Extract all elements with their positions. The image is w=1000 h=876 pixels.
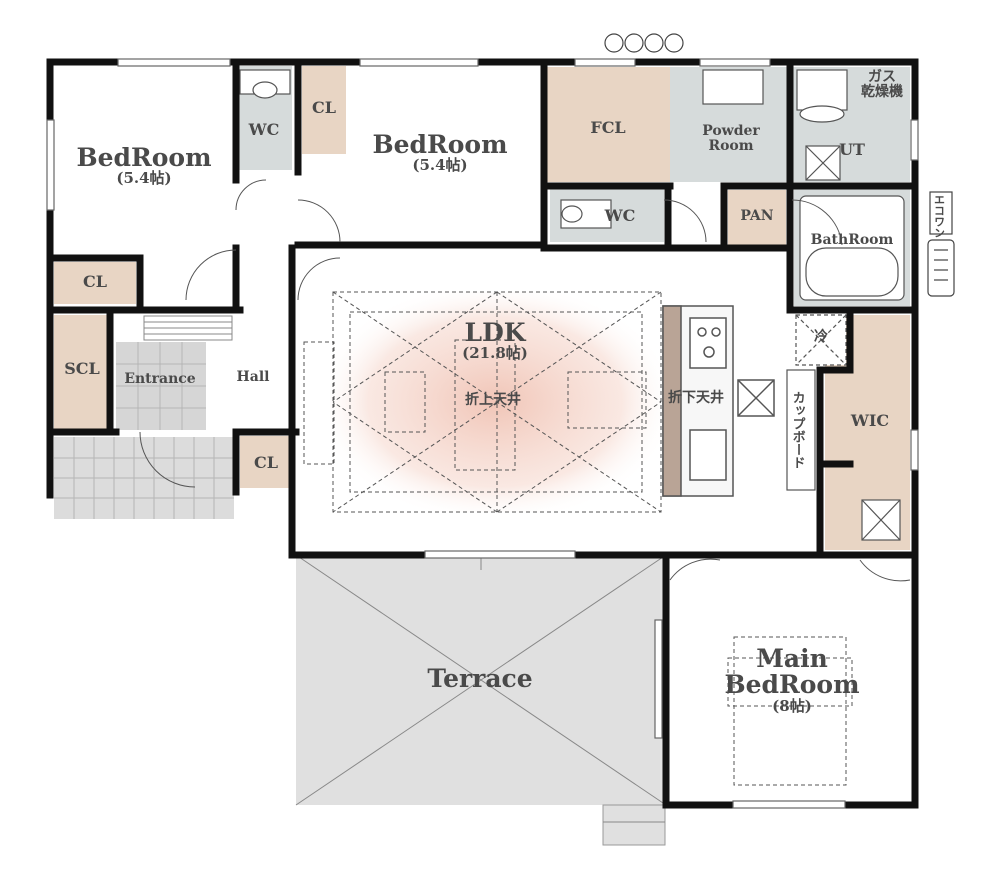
ceiling-raised-label: 折上天井 [465,392,521,408]
fcl-label: FCL [590,118,626,137]
cupboard-label: カップボード [789,391,805,469]
windows [46,58,919,809]
bedroom-left-size: (5.4帖) [116,169,172,188]
main-bedroom-size: (8帖) [772,696,812,715]
shrubs [604,33,684,53]
cupboard-fridge [786,314,847,491]
aircon-label: エコワン [932,194,946,238]
gas-dryer-label: ガス 乾燥機 [854,70,910,99]
scl-label: SCL [64,359,100,378]
wc-mid-label: WC [604,206,636,225]
entry-steps [143,315,665,823]
cl-top-label: CL [312,98,336,117]
tile-grid [54,342,234,519]
ceiling-lines [303,291,853,786]
powder-room-line1: Powder [702,123,760,139]
powder-room-label: Powder Room [686,124,776,153]
pan-label: PAN [740,208,774,224]
gas-dryer-line2: 乾燥機 [861,83,903,100]
ldk-label: LDK (21.8帖) [440,318,550,363]
bedroom-center-name: BedRoom [372,130,508,159]
aircon-unit [927,191,955,297]
main-bedroom-label: Main BedRoom (8帖) [722,644,862,715]
wet-fixtures [239,69,905,541]
cl-bottom-label: CL [254,453,278,472]
kitchen-island [662,305,775,497]
main-bedroom-name-1: Main [756,644,828,673]
main-bedroom-name-2: BedRoom [724,670,860,700]
hall-label: Hall [236,369,270,385]
door-swings [139,179,911,582]
cl-left-label: CL [83,272,107,291]
bedroom-left-label: BedRoom (5.4帖) [75,143,213,188]
ut-label: UT [839,140,865,159]
powder-room-line2: Room [708,137,754,154]
bedroom-center-size: (5.4帖) [412,156,468,175]
wic-label: WIC [850,411,890,430]
gas-dryer-line1: ガス [868,69,896,85]
ldk-name: LDK [464,318,526,347]
bathroom-label: BathRoom [810,232,894,248]
ceiling-lowered-label: 折下天井 [668,390,724,406]
fridge-label: 冷 [814,329,828,345]
bedroom-center-label: BedRoom (5.4帖) [368,130,512,175]
ldk-size: (21.8帖) [462,344,528,363]
terrace-label: Terrace [427,664,533,693]
bedroom-left-name: BedRoom [76,143,212,172]
entrance-label: Entrance [124,371,196,387]
wc-top-label: WC [248,120,280,139]
